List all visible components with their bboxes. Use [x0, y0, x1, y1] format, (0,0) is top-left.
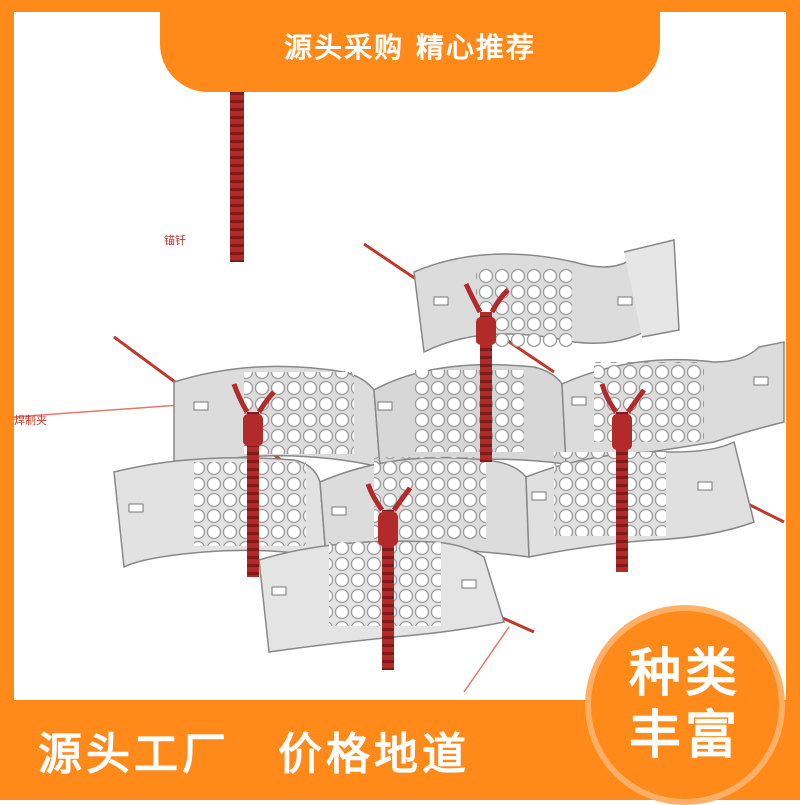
anchor-rod	[365, 483, 413, 670]
geocell-illustration: 锚钎 焊制夹	[14, 92, 785, 693]
pointer-line	[14, 403, 195, 418]
anchor-rod	[599, 383, 647, 572]
top-banner-text: 源头采购 精心推荐	[284, 31, 536, 64]
anchor-rod	[231, 383, 276, 577]
product-image: 锚钎 焊制夹	[14, 12, 786, 702]
geocell-panel	[258, 540, 505, 653]
badge-line-1: 种类	[628, 644, 741, 704]
top-banner: 源头采购 精心推荐	[160, 0, 660, 92]
geocell-panel	[173, 365, 381, 474]
frame-left-border	[0, 0, 14, 800]
geocell-panel	[373, 363, 567, 468]
geocell-panel	[561, 341, 785, 465]
cell-label: 焊制夹	[14, 413, 47, 427]
anchor-label: 锚钎	[164, 233, 186, 247]
frame-right-border	[786, 0, 800, 800]
geocell-panel	[525, 440, 755, 558]
geocell-panel	[413, 239, 680, 354]
bottom-bar-text: 源头工厂 价格地道	[38, 729, 470, 780]
pointer-line	[463, 626, 510, 693]
anchor-rod	[230, 92, 244, 262]
anchor-rod	[463, 282, 510, 462]
badge-line-2: 丰富	[628, 706, 741, 766]
variety-badge: 种类 丰富	[585, 605, 785, 805]
